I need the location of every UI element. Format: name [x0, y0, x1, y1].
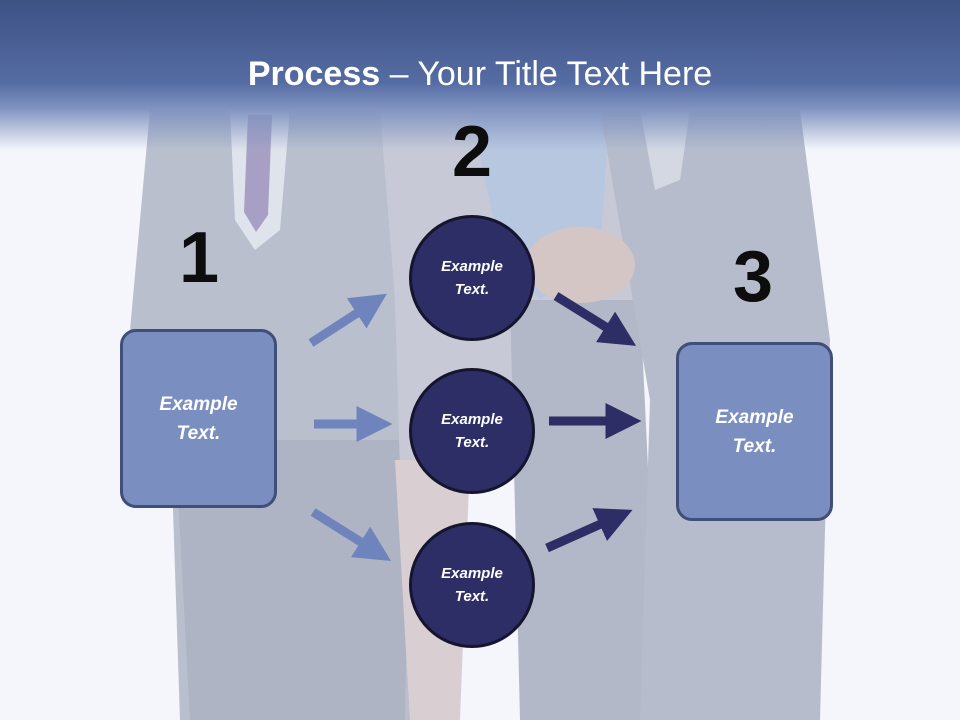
title-rest: – Your Title Text Here [380, 55, 713, 93]
step-1-label: Example Text. [159, 393, 238, 444]
circle-bottom-label: Example Text. [441, 565, 503, 605]
step-2-circle-bottom: Example Text. [409, 522, 535, 648]
step-3-label: Example Text. [715, 406, 794, 457]
step-number-3: 3 [732, 237, 774, 317]
step-3-box: Example Text. [676, 342, 833, 521]
circle-top-label: Example Text. [441, 258, 503, 298]
title-bold: Process [247, 55, 381, 93]
slide-title: Process – Your Title Text Here [0, 52, 960, 96]
step-number-1: 1 [178, 218, 220, 298]
step-2-circle-middle: Example Text. [409, 368, 535, 494]
step-number-2: 2 [451, 112, 493, 192]
circle-middle-label: Example Text. [441, 411, 503, 451]
step-1-box: Example Text. [120, 329, 277, 508]
step-2-circle-top: Example Text. [409, 215, 535, 341]
title-banner [0, 0, 960, 150]
